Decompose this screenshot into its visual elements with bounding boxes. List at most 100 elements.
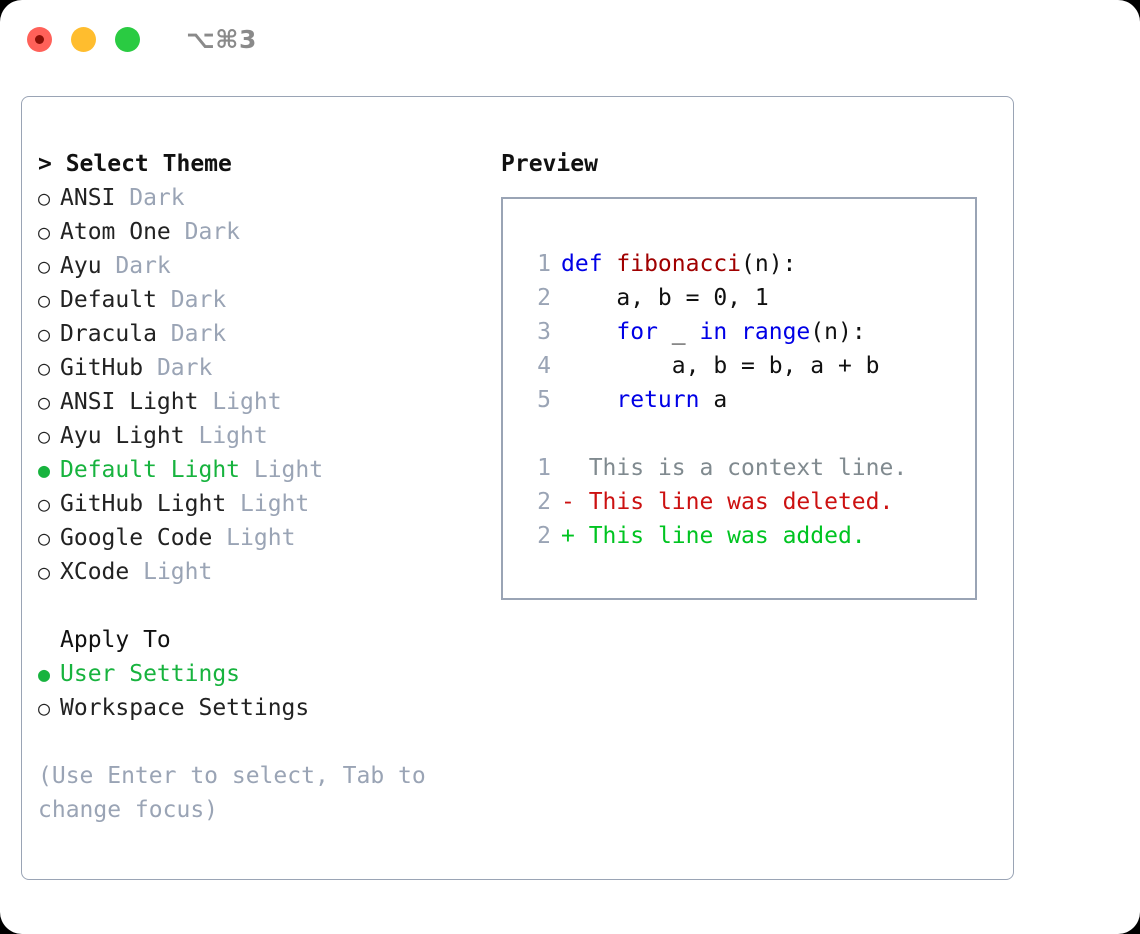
code-token-plain: (n): [741, 251, 797, 277]
code-token-kw: in [699, 319, 728, 345]
diff-line-text: This line was deleted. [574, 489, 894, 515]
code-token-fn: fibonacci [616, 251, 742, 277]
theme-option-label: Google Code [60, 525, 213, 551]
diff-line-number: 2 [537, 489, 551, 515]
diff-snippet: 1 This is a context line.2- This line wa… [521, 451, 967, 553]
radio-unselected-icon: ○ [38, 322, 51, 346]
radio-unselected-icon: ○ [38, 356, 51, 380]
radio-selected-icon: ● [38, 458, 51, 482]
code-token-plain: _ [657, 319, 700, 345]
code-token-plain [727, 319, 741, 345]
code-line-number: 3 [537, 319, 551, 345]
diff-line-add: 2 + This line was added. [521, 519, 967, 553]
radio-unselected-icon: ○ [38, 492, 51, 516]
radio-unselected-icon: ○ [38, 424, 51, 448]
theme-variant-tag: Dark [101, 253, 171, 279]
theme-option-ayu[interactable]: ○Ayu Dark [38, 249, 478, 283]
theme-option-label: Default [60, 287, 157, 313]
theme-variant-tag: Light [240, 457, 324, 483]
theme-option-github[interactable]: ○ GitHub Dark [38, 351, 478, 385]
theme-variant-tag: Light [129, 559, 213, 585]
theme-option-default-light[interactable]: ●Default Light Light [38, 453, 478, 487]
radio-unselected-icon: ○ [38, 220, 51, 244]
code-token-plain: (n): [810, 319, 866, 345]
theme-option-label: GitHub Light [60, 491, 227, 517]
theme-option-ayu-light[interactable]: ○ Ayu Light Light [38, 419, 478, 453]
code-token-plain [561, 319, 616, 345]
diff-line-text: This line was added. [574, 523, 866, 549]
theme-variant-tag: Light [184, 423, 268, 449]
maximize-window-button[interactable] [115, 26, 140, 52]
code-token-kw: def [561, 251, 617, 277]
theme-option-label: GitHub [60, 355, 144, 381]
code-line-content: return a [561, 383, 727, 417]
code-line-number: 4 [537, 353, 551, 379]
code-token-plain: a, b = b, a + b [561, 353, 880, 379]
theme-option-label: ANSI Light [60, 389, 199, 415]
close-window-button[interactable] [27, 26, 52, 52]
theme-option-xcode[interactable]: ○ XCode Light [38, 555, 478, 589]
theme-variant-tag: Dark [170, 219, 241, 245]
code-line-content: a, b = b, a + b [561, 349, 880, 383]
theme-option-label: Ayu [60, 253, 102, 279]
radio-unselected-icon: ○ [38, 696, 51, 720]
diff-line-del: 2- This line was deleted. [521, 485, 967, 519]
theme-option-label: ANSI [60, 185, 116, 211]
theme-option-label: Dracula [60, 321, 157, 347]
radio-unselected-icon: ○ [38, 560, 51, 584]
theme-option-ansi-light[interactable]: ○ANSI Light Light [38, 385, 478, 419]
code-line: 4 a, b = b, a + b [521, 349, 967, 383]
title-bar: ⌥⌘3 [0, 0, 1140, 78]
theme-option-list[interactable]: ○ANSI Dark○Atom One Dark○Ayu Dark○Defaul… [38, 181, 478, 589]
minimize-window-button[interactable] [71, 26, 96, 52]
apply-to-option-workspace-settings[interactable]: ○ Workspace Settings [38, 691, 478, 725]
diff-marker: - [561, 489, 575, 515]
code-line-content: def fibonacci(n): [561, 247, 796, 281]
code-line: 5 return a [521, 383, 967, 417]
code-token-kw: for [616, 319, 658, 345]
code-token-plain [561, 387, 616, 413]
columns: > Select Theme ○ANSI Dark○Atom One Dark○… [22, 97, 1013, 879]
diff-marker: + [561, 523, 575, 549]
diff-marker [561, 451, 575, 485]
keyboard-shortcut-label: ⌥⌘3 [186, 24, 257, 54]
code-line-number: 5 [537, 387, 551, 413]
theme-option-label: Ayu Light [60, 423, 185, 449]
radio-unselected-icon: ○ [38, 288, 51, 312]
radio-selected-icon: ● [38, 662, 51, 686]
theme-variant-tag: Dark [156, 287, 227, 313]
theme-option-dracula[interactable]: ○ Dracula Dark [38, 317, 478, 351]
apply-to-option-label: Workspace Settings [60, 695, 310, 721]
code-line: 3 for _ in range(n): [521, 315, 967, 349]
diff-line-number: 1 [537, 455, 551, 481]
code-token-kw: range [741, 319, 811, 345]
apply-to-option-list[interactable]: ●User Settings ○ Workspace Settings [38, 657, 478, 725]
theme-selector-panel: > Select Theme ○ANSI Dark○Atom One Dark○… [38, 147, 478, 827]
code-token-plain: a [699, 387, 728, 413]
content-frame: > Select Theme ○ANSI Dark○Atom One Dark○… [21, 96, 1014, 880]
theme-option-label: XCode [60, 559, 130, 585]
theme-variant-tag: Light [226, 491, 310, 517]
diff-line-number: 2 [537, 523, 551, 549]
theme-variant-tag: Dark [143, 355, 213, 381]
theme-variant-tag: Dark [156, 321, 227, 347]
theme-option-default[interactable]: ○ Default Dark [38, 283, 478, 317]
diff-line-ctx: 1 This is a context line. [521, 451, 967, 485]
theme-option-atom-one[interactable]: ○ Atom One Dark [38, 215, 478, 249]
theme-option-google-code[interactable]: ○Google Code Light [38, 521, 478, 555]
preview-header: Preview [501, 151, 598, 177]
theme-option-github-light[interactable]: ○ GitHub Light Light [38, 487, 478, 521]
theme-variant-tag: Light [212, 525, 296, 551]
code-line-content: a, b = 0, 1 [561, 281, 768, 315]
apply-to-option-user-settings[interactable]: ●User Settings [38, 657, 478, 691]
theme-option-ansi[interactable]: ○ANSI Dark [38, 181, 478, 215]
traffic-light-group [27, 26, 140, 52]
apply-to-header: Apply To [60, 627, 171, 653]
code-line-number: 2 [537, 285, 551, 311]
theme-option-label: Atom One [60, 219, 171, 245]
